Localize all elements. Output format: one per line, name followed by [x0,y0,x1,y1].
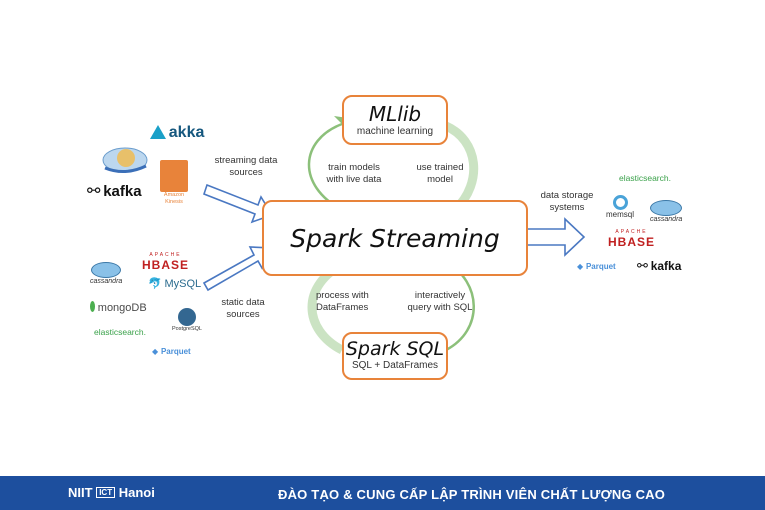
postgresql-text: PostgreSQL [172,326,202,332]
hbase-logo-left: APACHE HBASE [142,252,189,272]
spark-sql-box: Spark SQL SQL + DataFrames [342,332,448,380]
kafka-logo-left: ⚯ kafka [87,181,142,201]
spark-streaming-title: Spark Streaming [290,224,500,253]
elasticsearch-text: elasticsearch. [94,327,146,337]
akka-icon [150,125,166,139]
brand-niit: NIIT [68,485,93,500]
cassandra-right-text: cassandra [650,216,683,223]
elasticsearch-logo-left: elasticsearch. [94,327,146,338]
parquet-icon: ◆ [152,347,159,356]
brand-city: Hanoi [118,485,155,500]
elasticsearch-right-text: elasticsearch. [619,173,671,183]
akka-text: akka [168,124,205,141]
mongodb-text: mongoDB [97,302,147,314]
parquet-right-text: Parquet [585,262,616,271]
hbase-text: HBASE [142,258,190,272]
hbase-apache: APACHE [149,252,182,258]
cassandra-logo-right: cassandra [650,200,682,223]
cassandra-logo-left: cassandra [90,262,122,285]
parquet-logo-right: ◆ Parquet [577,261,616,272]
mllib-subtitle: machine learning [356,126,434,137]
kafka-right-text: kafka [650,259,682,273]
query-sql-label: interactively query with SQL [407,290,473,313]
kafka-logo-right: ⚯ kafka [637,258,681,274]
hbase-right-text: HBASE [608,235,656,249]
kinesis-text: Amazon Kinesis [163,192,185,205]
mysql-text: MySQL [164,278,202,290]
kafka-icon: ⚯ [87,183,101,200]
streaming-sources-label: streaming data sources [214,155,278,178]
mongodb-logo: mongoDB [90,301,147,314]
mllib-box: MLlib machine learning [342,95,448,145]
parquet-right-icon: ◆ [577,262,584,271]
mysql-dolphin-icon: 🐬 [148,278,162,290]
hbase-right-apache: APACHE [615,229,648,235]
flume-logo [100,142,150,181]
hbase-logo-right: APACHE HBASE [608,229,655,249]
cassandra-right-eye-icon [650,200,683,216]
footer-brand: NIIT ICT Hanoi [68,485,155,500]
postgresql-logo: PostgreSQL [172,308,202,332]
kinesis-logo: Amazon Kinesis [158,160,190,206]
mysql-logo: 🐬 MySQL [148,277,201,290]
kafka-right-icon: ⚯ [637,258,648,273]
cassandra-eye-icon [91,262,122,278]
mongodb-leaf-icon [90,301,95,312]
footer-bar: NIIT ICT Hanoi ĐÀO TẠO & CUNG CẤP LẬP TR… [0,476,765,510]
elasticsearch-logo-right: elasticsearch. [619,173,671,184]
postgresql-elephant-icon [177,308,196,326]
mllib-title: MLlib [368,102,422,126]
footer-tagline: ĐÀO TẠO & CUNG CẤP LẬP TRÌNH VIÊN CHẤT L… [278,487,666,502]
cassandra-text: cassandra [90,278,123,285]
process-df-label: process with DataFrames [316,290,369,313]
kinesis-icon [160,160,188,192]
memsql-icon [612,195,628,210]
train-models-label: train models with live data [326,162,382,185]
brand-ict-badge: ICT [96,487,116,498]
memsql-logo: memsql [606,195,634,219]
use-trained-label: use trained model [416,162,464,185]
spark-sql-subtitle: SQL + DataFrames [351,360,439,371]
parquet-text: Parquet [160,347,191,356]
kafka-text: kafka [103,183,142,200]
akka-logo: akka [150,124,204,142]
spark-streaming-box: Spark Streaming [262,200,528,276]
memsql-text: memsql [606,210,635,219]
static-sources-label: static data sources [221,297,265,320]
spark-sql-title: Spark SQL [345,338,445,360]
parquet-logo-left: ◆ Parquet [152,346,191,357]
storage-systems-label: data storage systems [540,190,594,213]
